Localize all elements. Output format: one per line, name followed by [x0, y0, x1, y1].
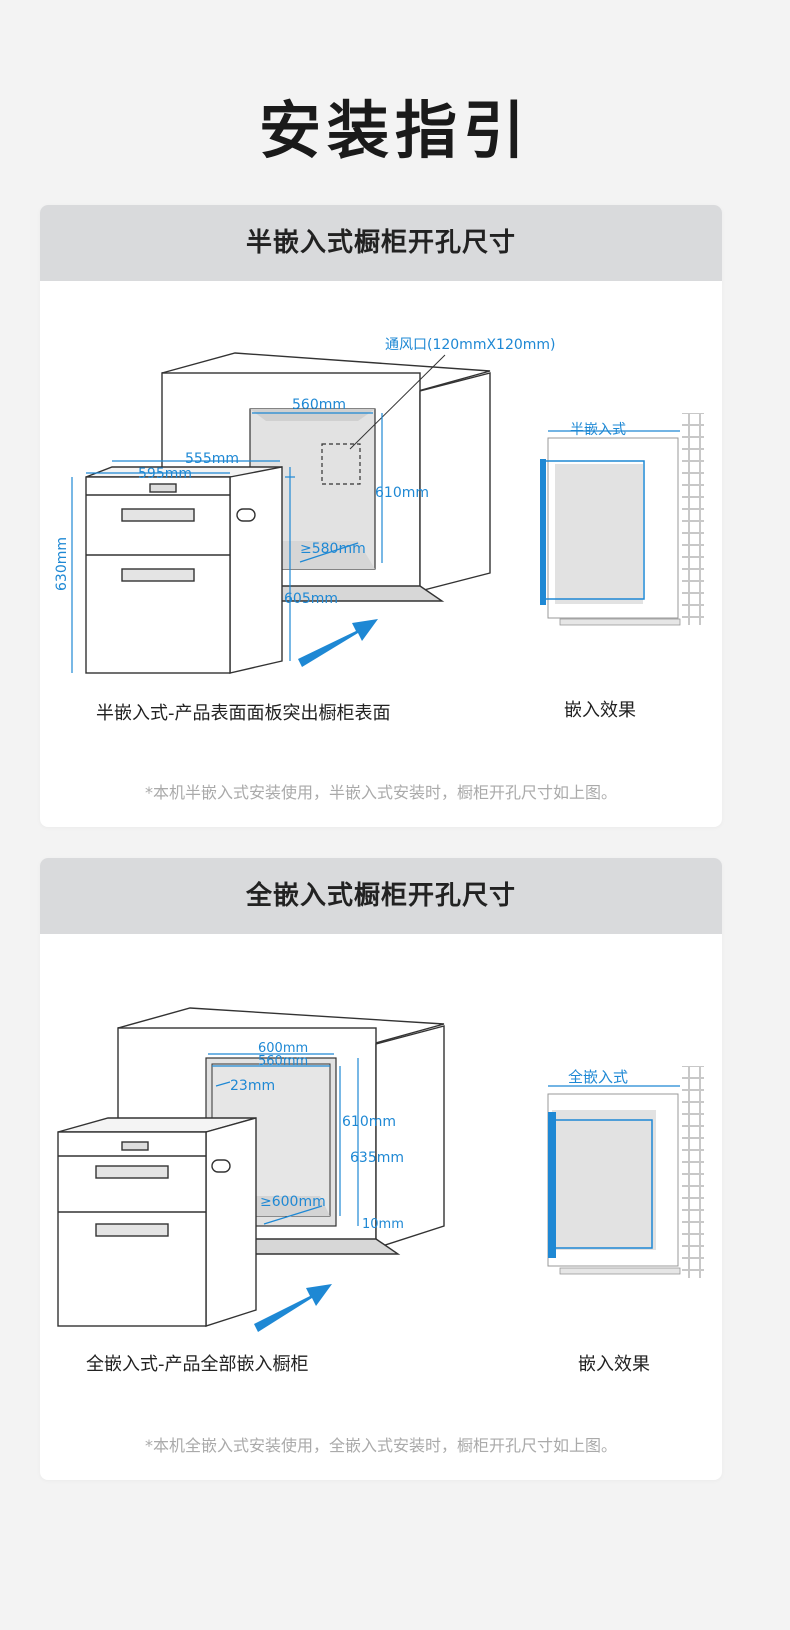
appliance: [85, 466, 283, 674]
vent-leader: [349, 354, 446, 450]
dim-height-610: 610mm: [342, 1114, 396, 1130]
vent-label: 通风口(120mmX120mm): [385, 337, 556, 353]
dim-height-10: 10mm: [362, 1217, 404, 1232]
full-embedded-card: 全嵌入式橱柜开孔尺寸: [40, 858, 722, 1480]
dim-width-560: 560mm: [258, 1054, 308, 1069]
dim-gap-23: 23mm: [230, 1078, 275, 1094]
dim-height-635: 635mm: [350, 1150, 404, 1166]
dim-depth-600: ≥600mm: [260, 1194, 326, 1210]
semi-caption-left: 半嵌入式-产品表面面板突出橱柜表面: [96, 703, 391, 724]
install-arrow-icon: [298, 619, 378, 667]
full-caption-right: 嵌入效果: [578, 1354, 650, 1375]
dim-height-610: 610mm: [375, 485, 429, 501]
semi-effect-label: 半嵌入式: [570, 422, 626, 438]
semi-embedded-heading: 半嵌入式橱柜开孔尺寸: [40, 205, 722, 281]
semi-embedded-card: 半嵌入式橱柜开孔尺寸 通风口(120: [40, 205, 722, 827]
dim-width-560: 560mm: [292, 397, 346, 413]
page-title: 安装指引: [258, 94, 531, 167]
dim-depth-580: ≥580mm: [300, 541, 366, 557]
appliance: [57, 1117, 257, 1327]
semi-caption-right: 嵌入效果: [564, 700, 636, 721]
dim-width-555: 555mm: [185, 451, 239, 467]
cabinet-dims: [208, 1053, 359, 1226]
dim-width-600: 600mm: [258, 1041, 308, 1056]
full-caption-left: 全嵌入式-产品全部嵌入橱柜: [86, 1354, 309, 1375]
full-embedded-heading: 全嵌入式橱柜开孔尺寸: [40, 858, 722, 934]
dim-width-595: 595mm: [138, 466, 192, 482]
semi-effect-diagram: [540, 413, 704, 626]
semi-note: *本机半嵌入式安装使用，半嵌入式安装时，橱柜开孔尺寸如上图。: [144, 783, 617, 802]
dim-height-630: 630mm: [54, 537, 70, 591]
dim-height-605: 605mm: [284, 591, 338, 607]
full-embedded-diagram: 600mm 560mm 23mm 610mm 635mm ≥600mm 10mm: [57, 1007, 704, 1332]
full-effect-label: 全嵌入式: [568, 1068, 628, 1086]
semi-embedded-diagram: 通风口(120mmX120mm) 560mm 610mm ≥580mm: [54, 337, 704, 674]
vent-outline: [321, 443, 361, 485]
appliance-dims: [71, 460, 291, 673]
install-arrow-icon: [254, 1284, 332, 1332]
full-effect-diagram: [547, 1066, 704, 1278]
full-note: *本机全嵌入式安装使用，全嵌入式安装时，橱柜开孔尺寸如上图。: [144, 1436, 617, 1455]
